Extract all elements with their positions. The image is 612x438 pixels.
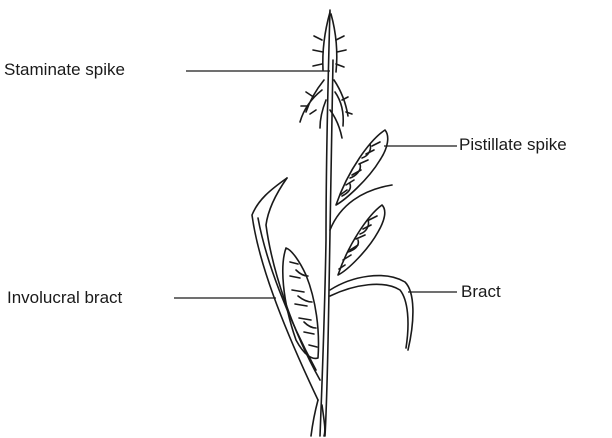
label-involucral-bract: Involucral bract	[7, 289, 122, 306]
label-bract: Bract	[461, 283, 501, 300]
involucral-bract-leaf	[252, 178, 320, 400]
pistillate-spike-lower	[338, 205, 385, 275]
staminate-spike	[300, 12, 352, 138]
main-stem	[320, 10, 330, 436]
stem-base	[311, 400, 325, 436]
bract-leaf	[330, 276, 413, 350]
label-staminate-spike: Staminate spike	[4, 61, 125, 78]
label-pistillate-spike: Pistillate spike	[459, 136, 567, 153]
